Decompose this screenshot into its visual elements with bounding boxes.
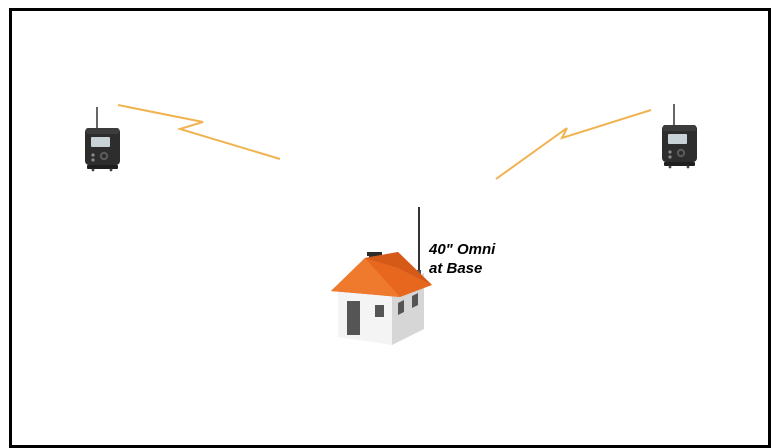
house-icon [331, 252, 432, 345]
antenna-label-line2: at Base [429, 259, 495, 278]
radio-signal-link-left [118, 105, 280, 159]
network-diagram [0, 0, 780, 432]
omni-antenna-icon [417, 207, 421, 276]
remote-sensor-right-icon [662, 104, 697, 168]
radio-signal-link-right [496, 110, 651, 179]
antenna-label-line1: 40" Omni [429, 240, 495, 259]
remote-sensor-left-icon [85, 107, 120, 171]
antenna-label: 40" Omni at Base [429, 240, 495, 278]
